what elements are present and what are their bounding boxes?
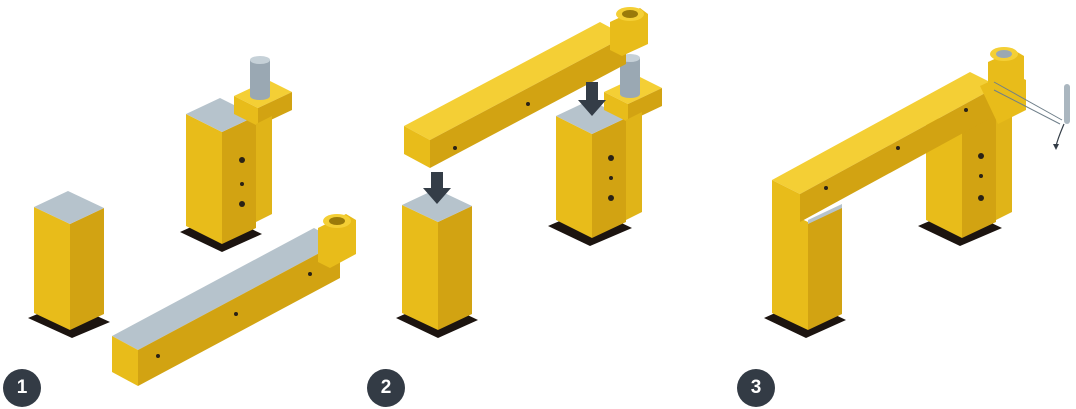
standalone-post <box>28 191 110 338</box>
step-badge: 1 <box>3 369 41 407</box>
step-2-illustration <box>396 7 662 338</box>
step-3-illustration <box>764 47 1070 338</box>
cylinder-pin-icon <box>250 56 270 100</box>
step-number: 2 <box>381 377 392 399</box>
step-badge: 2 <box>367 369 405 407</box>
left-post <box>396 189 478 338</box>
step-1-illustration <box>28 56 356 386</box>
left-post <box>764 204 846 338</box>
step-number: 1 <box>17 377 28 399</box>
step-number: 3 <box>751 377 762 399</box>
hinged-post <box>180 56 292 252</box>
step-badge: 3 <box>737 369 775 407</box>
